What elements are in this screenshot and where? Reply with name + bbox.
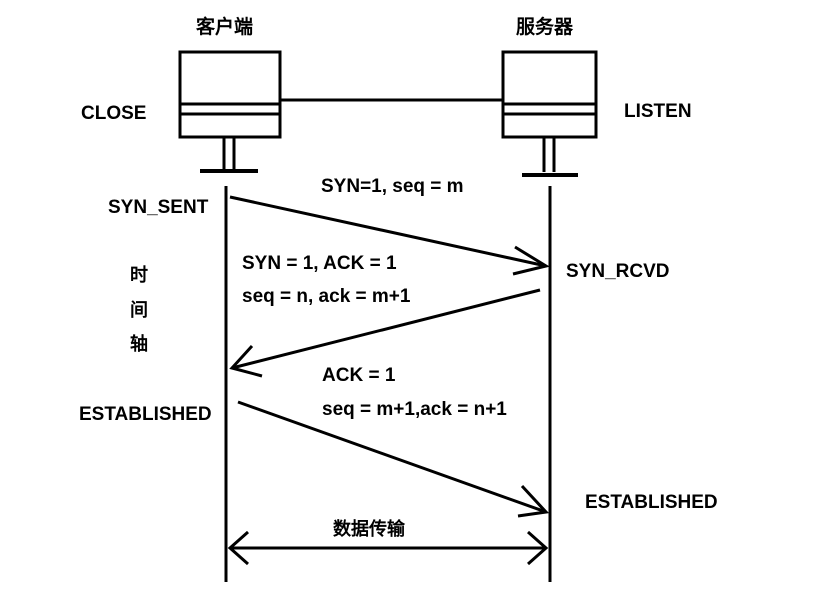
ack-arrow (237, 400, 550, 518)
client-state-established: ESTABLISHED (79, 404, 212, 425)
data-transfer-label: 数据传输 (333, 519, 405, 539)
client-computer-icon (178, 50, 282, 173)
syn-ack-label-line1: SYN = 1, ACK = 1 (242, 253, 397, 274)
server-state-established: ESTABLISHED (585, 492, 718, 513)
ack-label-line1: ACK = 1 (322, 365, 396, 386)
client-state-syn-sent: SYN_SENT (108, 197, 209, 218)
time-axis-char-2: 间 (130, 300, 148, 320)
server-state-syn-rcvd: SYN_RCVD (566, 261, 670, 282)
server-state-listen: LISTEN (624, 101, 692, 122)
ack-label-line2: seq = m+1,ack = n+1 (322, 399, 507, 420)
syn-ack-arrow (229, 288, 541, 378)
syn-arrow (229, 195, 550, 276)
syn-ack-label-line2: seq = n, ack = m+1 (242, 286, 411, 307)
data-transfer-arrow (227, 530, 549, 566)
time-axis-char-1: 时 (130, 265, 148, 285)
client-state-close: CLOSE (81, 103, 147, 124)
syn-label: SYN=1, seq = m (321, 176, 464, 197)
time-axis-char-3: 轴 (130, 334, 148, 354)
client-title: 客户端 (196, 17, 254, 38)
server-title: 服务器 (516, 17, 574, 38)
server-computer-icon (501, 50, 598, 177)
